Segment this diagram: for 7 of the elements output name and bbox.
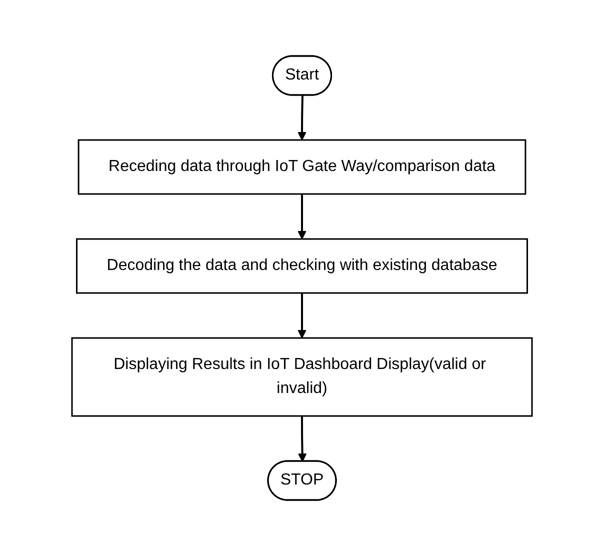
node-box: Decoding the data and checking with existing database xyxy=(76,238,528,294)
arrow xyxy=(297,94,306,140)
node-box: Receding data through IoT Gate Way/comparison data xyxy=(77,138,526,194)
arrow xyxy=(297,292,306,338)
node-box: Displaying Results in IoT Dashboard Display(valid or invalid) xyxy=(70,336,532,416)
arrow xyxy=(297,194,306,239)
arrow xyxy=(297,416,306,462)
